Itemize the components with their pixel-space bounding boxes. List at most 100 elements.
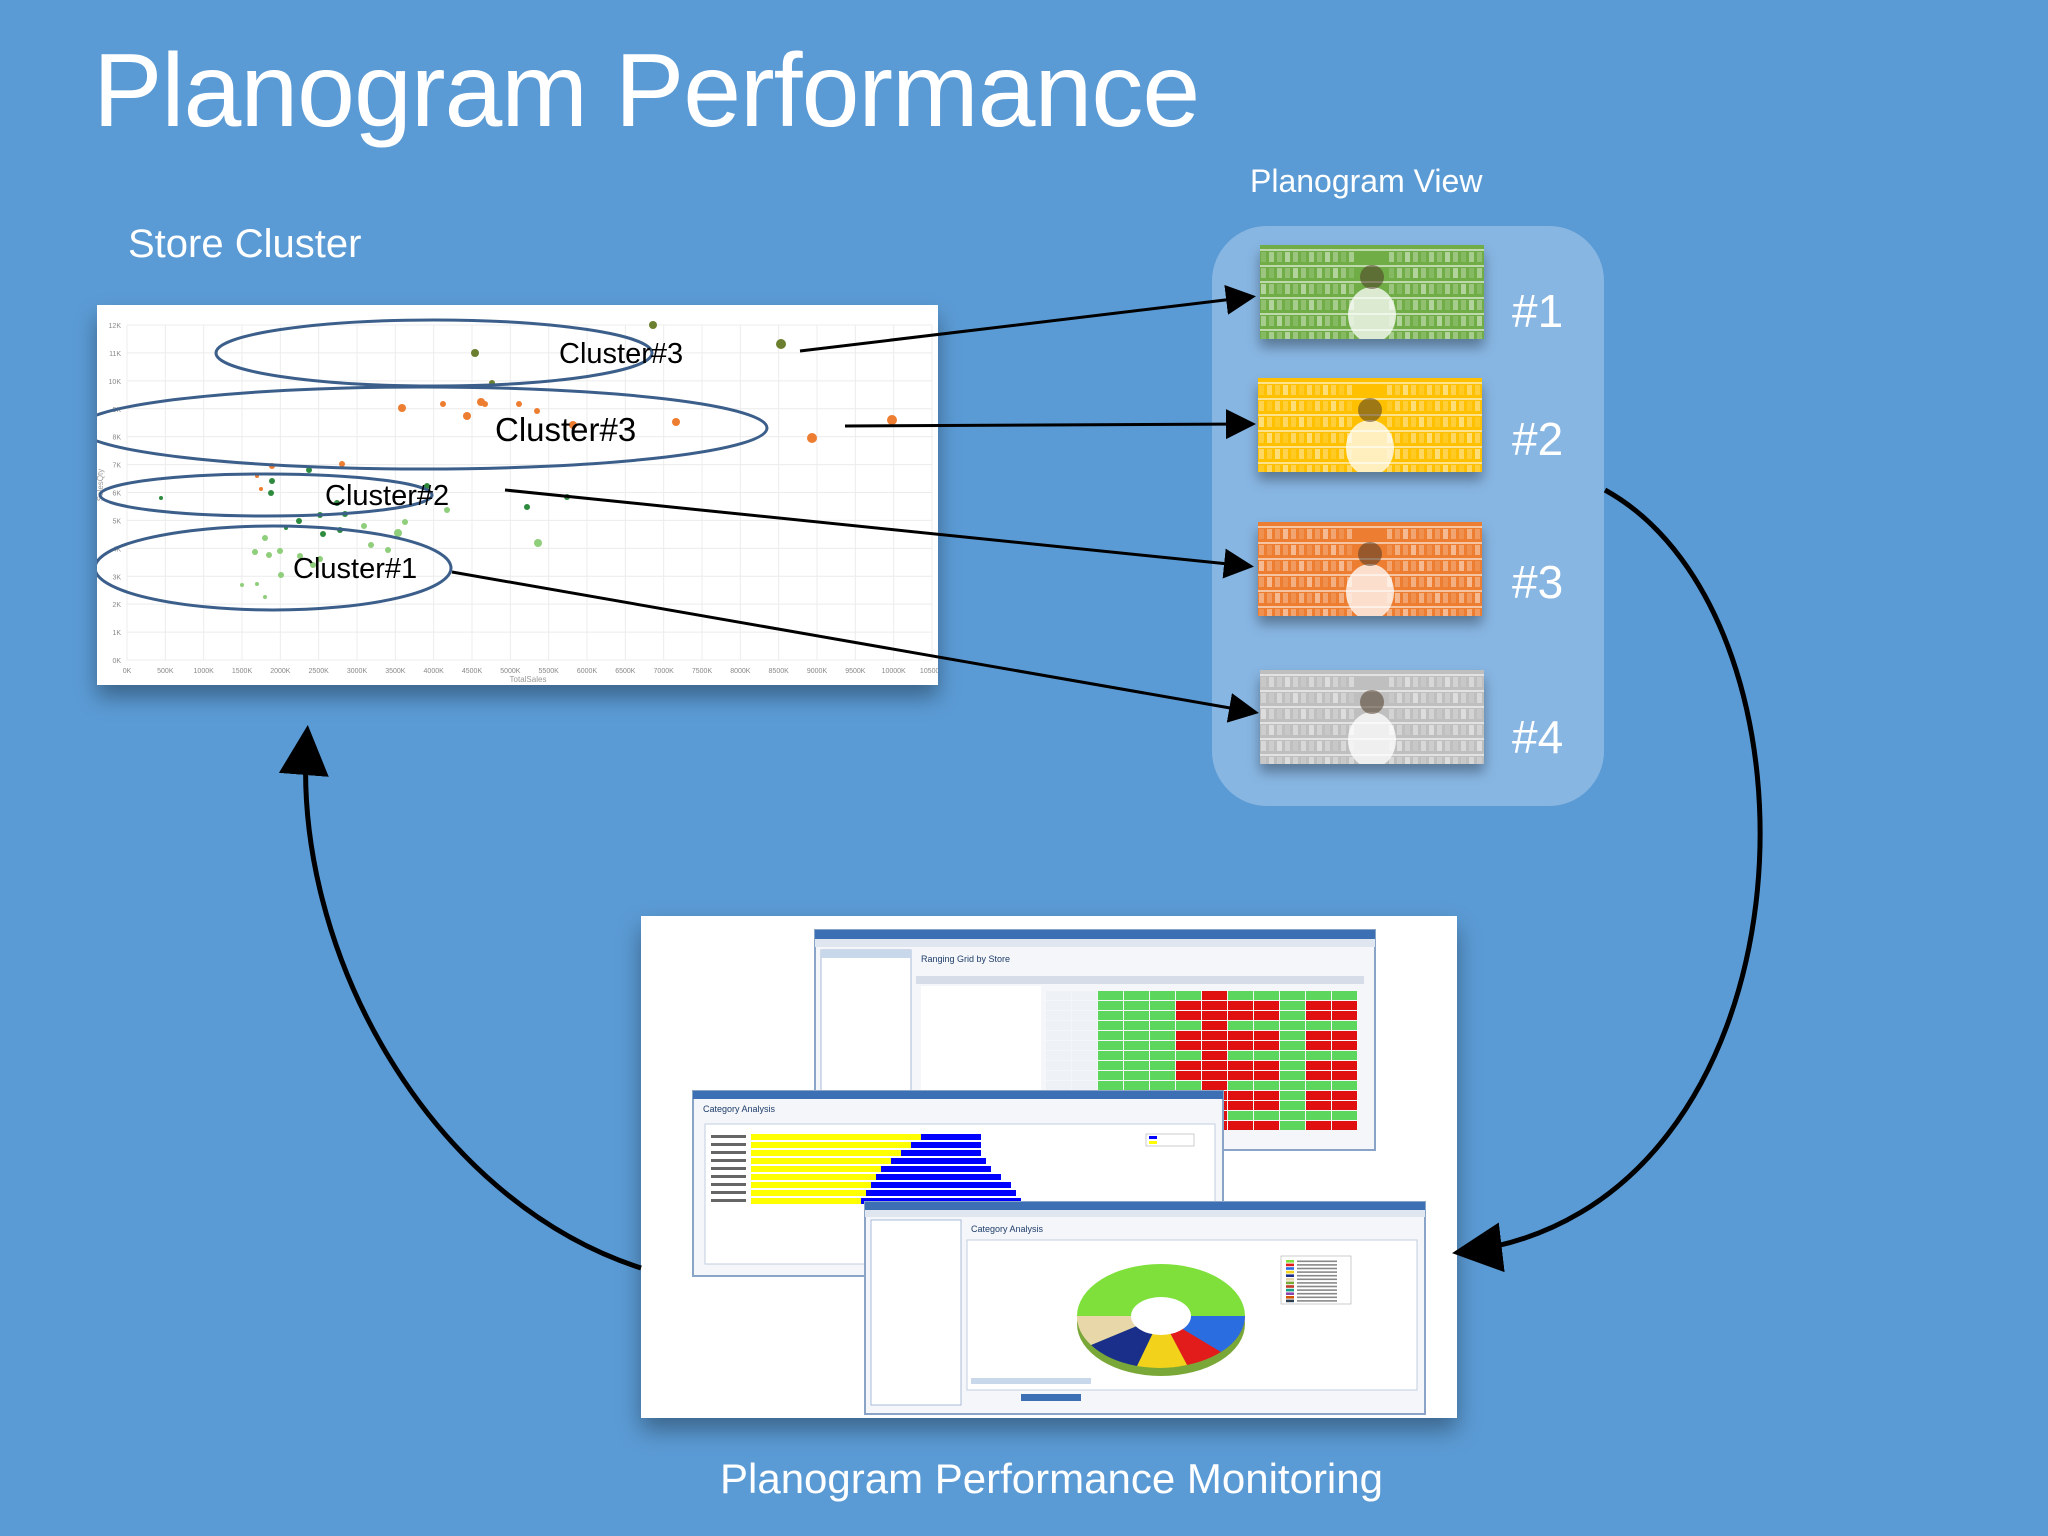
grid-cell: [1150, 1061, 1175, 1070]
planogram-number-2: #2: [1512, 413, 1564, 465]
bar-blue: [901, 1150, 981, 1156]
legend-text: [1297, 1292, 1337, 1295]
grid-cell: [1176, 1031, 1201, 1040]
scatter-point: [297, 553, 303, 559]
bar-label: [711, 1183, 746, 1186]
grid-cell: [1176, 991, 1201, 1000]
bar-label: [711, 1159, 746, 1162]
grid-cell: [1254, 1001, 1279, 1010]
grid-cell: [1176, 1051, 1201, 1060]
screen-1-title: Ranging Grid by Store: [921, 954, 1010, 964]
grid-cell: [1228, 1101, 1253, 1110]
grid-cell: [1202, 1021, 1227, 1030]
grid-cell: [1124, 1011, 1149, 1020]
grid-cell: [1124, 1071, 1149, 1080]
bar-yellow: [751, 1166, 881, 1172]
scatter-point: [277, 548, 283, 554]
grid-cell: [1124, 1061, 1149, 1070]
scatter-point: [776, 339, 786, 349]
grid-cell: [1228, 1051, 1253, 1060]
scatter-point: [296, 518, 302, 524]
grid-cell: [1072, 1071, 1097, 1080]
grid-cell: [1254, 1081, 1279, 1090]
legend-swatch: [1286, 1267, 1294, 1270]
grid-cell: [1254, 1061, 1279, 1070]
scatter-point: [255, 582, 259, 586]
grid-cell: [1332, 1001, 1357, 1010]
grid-cell: [1150, 1011, 1175, 1020]
scatter-point: [672, 418, 680, 426]
grid-cell: [1046, 1031, 1071, 1040]
grid-cell: [1202, 1071, 1227, 1080]
grid-cell: [1306, 1051, 1331, 1060]
grid-cell: [1280, 1101, 1305, 1110]
grid-cell: [1306, 1081, 1331, 1090]
bar-yellow: [751, 1174, 876, 1180]
grid-cell: [1228, 991, 1253, 1000]
grid-cell: [1072, 1061, 1097, 1070]
legend-swatch: [1286, 1270, 1294, 1274]
cluster-label-2: Cluster#2: [325, 480, 449, 512]
planogram-image-3: [1258, 522, 1482, 616]
grid-cell: [1046, 1071, 1071, 1080]
grid-cell: [1202, 1051, 1227, 1060]
bar-label: [711, 1143, 746, 1146]
grid-cell: [1306, 1041, 1331, 1050]
grid-cell: [1150, 1041, 1175, 1050]
bar-blue: [891, 1158, 986, 1164]
y-tick-label: 0K: [112, 658, 121, 665]
scatter-point: [263, 595, 267, 599]
grid-cell: [1124, 1031, 1149, 1040]
grid-cell: [1280, 1081, 1305, 1090]
grid-cell: [1332, 1091, 1357, 1100]
page-title: Planogram Performance: [93, 33, 1200, 149]
grid-cell: [1046, 1011, 1071, 1020]
bar-yellow: [751, 1190, 866, 1196]
x-tick-label: 3500K: [385, 668, 406, 675]
grid-cell: [1046, 1021, 1071, 1030]
screen-category-donut: Category Analysis: [864, 1201, 1426, 1415]
grid-cell: [1202, 1041, 1227, 1050]
scatter-point: [569, 421, 577, 429]
legend-swatch: [1286, 1278, 1294, 1281]
grid-cell: [1306, 991, 1331, 1000]
y-tick-label: 4K: [112, 546, 121, 553]
grid-cell: [1332, 1011, 1357, 1020]
planogram-number-3: #3: [1512, 556, 1564, 608]
grid-cell: [1228, 1121, 1253, 1130]
x-tick-label: 2500K: [309, 668, 330, 675]
scatter-point: [564, 494, 570, 500]
grid-cell: [1228, 1071, 1253, 1080]
y-tick-label: 3K: [112, 574, 121, 581]
legend-text: [1297, 1296, 1337, 1299]
grid-cell: [1228, 1111, 1253, 1120]
grid-cell: [1254, 1091, 1279, 1100]
scatter-point: [482, 401, 488, 407]
y-tick-label: 10K: [109, 379, 122, 386]
grid-cell: [1228, 1001, 1253, 1010]
grid-cell: [1046, 1051, 1071, 1060]
x-tick-label: 8000K: [730, 668, 751, 675]
grid-cell: [1124, 1081, 1149, 1090]
grid-cell: [1072, 1021, 1097, 1030]
grid-cell: [1072, 1041, 1097, 1050]
grid-cell: [1124, 1021, 1149, 1030]
grid-cell: [1228, 1011, 1253, 1020]
grid-cell: [1280, 1001, 1305, 1010]
scatter-point: [534, 539, 542, 547]
x-tick-label: 10000K: [882, 668, 906, 675]
scatter-point: [310, 562, 316, 568]
grid-cell: [1072, 1051, 1097, 1060]
x-tick-label: 6000K: [577, 668, 598, 675]
x-tick-label: 9500K: [845, 668, 866, 675]
legend-text: [1297, 1271, 1337, 1273]
bar-label: [711, 1167, 746, 1170]
scatter-point: [385, 547, 391, 553]
planogram-number-4: #4: [1512, 711, 1564, 763]
bar-blue: [911, 1142, 981, 1148]
grid-cell: [1046, 1061, 1071, 1070]
grid-cell: [1072, 991, 1097, 1000]
x-tick-label: 8500K: [769, 668, 790, 675]
grid-cell: [1124, 991, 1149, 1000]
screen-3-title: Category Analysis: [971, 1224, 1044, 1234]
